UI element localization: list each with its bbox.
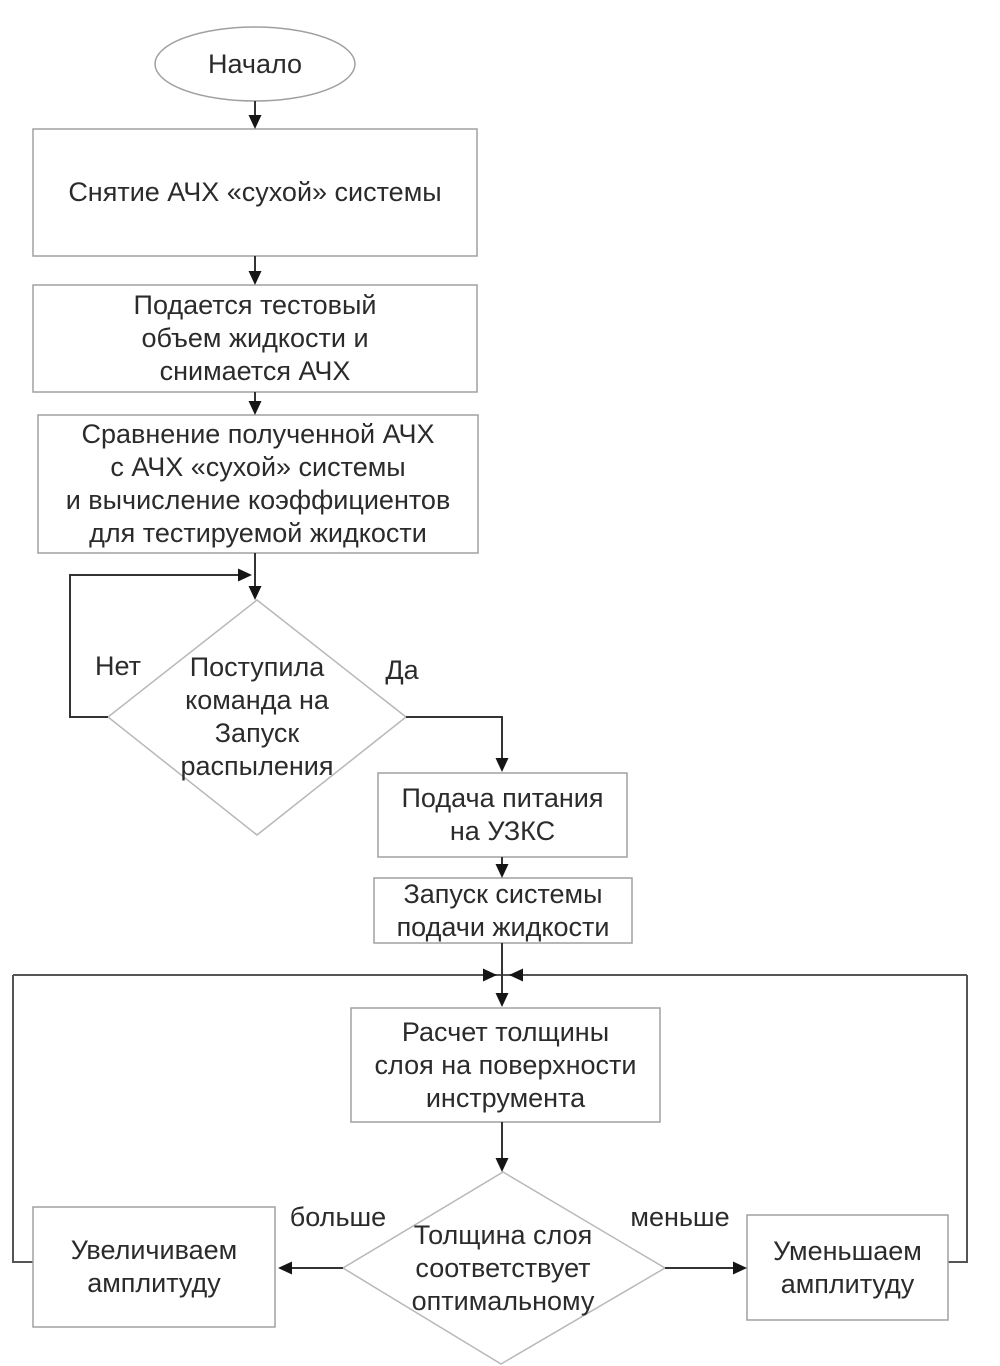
edge-label-no: Нет: [95, 650, 141, 681]
arrowhead-down-liquid: [495, 864, 509, 878]
edge-label-yes: Да: [385, 654, 419, 685]
decision-diamond-thickness: [341, 1171, 667, 1365]
process-box-power: [377, 772, 628, 858]
edge-label-less: меньше: [630, 1201, 730, 1232]
process-box-decrease-amplitude: [746, 1214, 949, 1321]
arrowhead-down-test-volume: [248, 271, 262, 285]
process-box-dry-afc: [32, 128, 478, 257]
arrowhead-down-thickness-calc: [495, 993, 509, 1007]
process-thickness-calc-label: Расчет толщины слоя на поверхности инстр…: [374, 1016, 637, 1113]
edge-loop-right: [948, 975, 968, 1263]
process-liquid-system-label: Запуск системы подачи жидкости: [396, 878, 610, 942]
decision-thickness-label: Толщина слоя соответствует оптимальному: [411, 1219, 595, 1316]
process-box-thickness-calc: [350, 1007, 661, 1123]
arrowhead-left-loop-junction: [509, 968, 523, 982]
process-decrease-amplitude-label: Уменьшаем амплитуду: [773, 1235, 922, 1299]
arrowhead-left-increase: [278, 1261, 292, 1275]
arrowhead-down-dry-afc: [248, 115, 262, 129]
start-terminator-label: Начало: [207, 48, 303, 79]
process-dry-afc-label: Снятие АЧХ «сухой» системы: [68, 177, 442, 207]
decision-diamond-spray-command: [106, 599, 408, 836]
process-box-liquid-system: [373, 877, 633, 944]
process-increase-amplitude-label: Увеличиваем амплитуду: [70, 1235, 238, 1298]
edge-yes-path: [406, 716, 503, 766]
edge-loop-left: [12, 975, 33, 1263]
arrowhead-right-no-loop: [238, 568, 252, 582]
arrowhead-right-decrease: [733, 1261, 747, 1275]
arrowhead-down-compare: [248, 401, 262, 415]
process-compare-label: Сравнение полученной АЧХ с АЧХ «сухой» с…: [65, 419, 451, 548]
process-power-label: Подача питания на УЗКС: [401, 783, 604, 846]
arrowhead-down-decision-spray: [248, 586, 262, 600]
arrowhead-down-power: [495, 758, 509, 772]
decision-spray-command-label: Поступила команда на Запуск распыления: [180, 652, 334, 781]
process-box-compare: [37, 414, 479, 554]
arrowhead-down-decision-thickness: [495, 1158, 509, 1172]
edge-no-loop: [69, 574, 238, 718]
process-box-increase-amplitude: [32, 1206, 276, 1328]
arrowhead-right-loop-junction: [483, 968, 497, 982]
edge-label-greater: больше: [289, 1201, 387, 1232]
process-test-volume-label: Подается тестовый объем жидкости и снима…: [133, 290, 377, 386]
